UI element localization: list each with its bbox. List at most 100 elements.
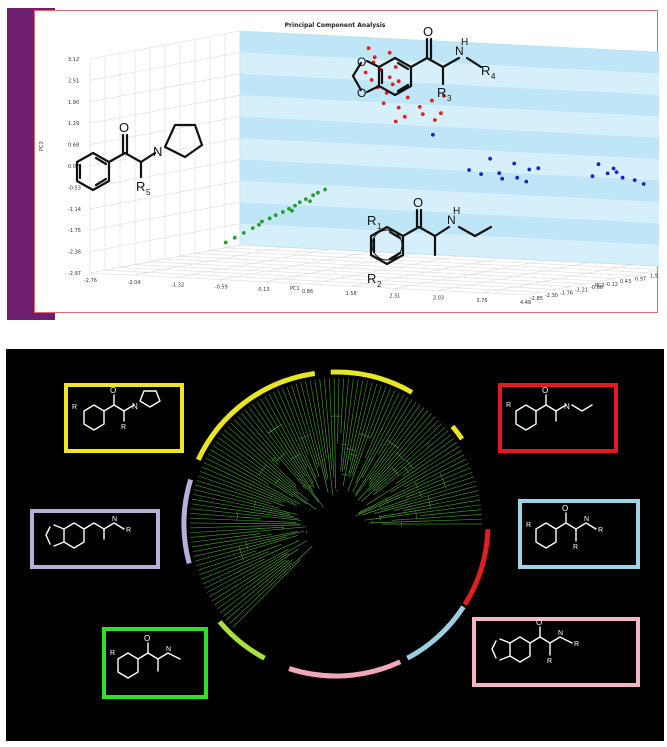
leaf-branch — [192, 498, 253, 510]
data-point — [405, 95, 410, 100]
grid-line — [89, 30, 241, 60]
leaf-branch — [449, 490, 479, 498]
z-tick-label: -0.53 — [68, 185, 81, 191]
data-point — [402, 114, 407, 119]
x-tick-label: -1.32 — [171, 282, 184, 288]
clade-arc — [340, 443, 347, 445]
inner-branch — [313, 460, 320, 477]
inner-branch — [337, 413, 339, 444]
inner-branch — [243, 480, 297, 507]
grid-line — [438, 262, 589, 291]
svg-text:O: O — [357, 55, 366, 69]
leaf-branch — [191, 541, 224, 548]
leaf-branch — [204, 573, 235, 589]
clade-arc — [392, 467, 400, 476]
inner-branch — [294, 471, 319, 503]
inner-branch — [294, 467, 324, 508]
leaf-branch — [260, 398, 285, 438]
inner-branch — [231, 536, 288, 552]
inner-branch — [246, 548, 289, 572]
leaf-branch — [194, 489, 242, 502]
leaf-branch — [222, 576, 273, 617]
inner-branch — [372, 471, 392, 490]
svg-text:2: 2 — [377, 280, 382, 289]
leaf-branch — [252, 403, 281, 445]
cluster-arc — [450, 424, 465, 441]
z-tick-label: -1.14 — [68, 207, 81, 213]
inner-branch — [309, 432, 320, 466]
svg-text:O: O — [119, 120, 129, 135]
inner-branch — [243, 543, 282, 559]
structure-methylenedioxy-cathinone: O O O R 3 N H R 4 — [351, 24, 496, 103]
leaf-branch — [352, 379, 359, 415]
clade-arc — [395, 452, 406, 461]
inner-branch — [271, 559, 294, 577]
z-tick-label: 3.12 — [68, 57, 79, 63]
leaf-branch — [367, 385, 382, 427]
leaf-branch — [212, 445, 276, 486]
leaf-branch — [375, 390, 396, 435]
inner-branch — [278, 484, 308, 505]
inner-branch — [316, 446, 329, 493]
inner-branch — [246, 548, 299, 584]
inner-branch — [403, 503, 435, 511]
leaf-branch — [344, 378, 354, 447]
svg-text:H: H — [461, 37, 468, 48]
data-point — [614, 170, 619, 175]
leaf-branch — [199, 558, 244, 576]
svg-text:R: R — [573, 544, 578, 551]
y-tick-label: -2.85 — [530, 296, 543, 302]
leaf-branch — [423, 438, 455, 462]
inner-branch — [395, 460, 430, 485]
data-point — [390, 82, 395, 87]
svg-text:R: R — [121, 424, 126, 431]
leaf-branch — [390, 399, 413, 435]
leaf-branch — [404, 504, 481, 516]
inner-branch — [243, 491, 285, 507]
inner-branch — [403, 474, 427, 488]
leaf-branch — [191, 503, 251, 513]
leaf-branch — [341, 378, 345, 408]
leaf-branch — [190, 525, 249, 529]
clade-arc — [415, 509, 417, 520]
inner-branch — [352, 426, 369, 475]
inner-branch — [252, 509, 294, 517]
leaf-branch — [227, 426, 271, 465]
y-tick-label: -2.30 — [545, 293, 558, 299]
data-point — [396, 79, 401, 84]
leaf-branch — [264, 396, 283, 428]
leaf-branch — [427, 518, 482, 522]
grid-line — [164, 258, 602, 282]
leaf-branch — [396, 458, 467, 495]
x-tick-label: -2.76 — [84, 278, 97, 284]
leaf-branch — [434, 494, 480, 505]
svg-text:R: R — [126, 527, 131, 534]
leaf-branch — [442, 509, 482, 514]
leaf-branch — [225, 591, 259, 621]
inner-branch — [250, 480, 296, 504]
inner-branch — [283, 437, 315, 488]
leaf-branch — [412, 430, 449, 461]
y-tick-label: 0.97 — [635, 276, 646, 282]
z-tick-label: 2.51 — [68, 78, 79, 84]
leaf-branch — [319, 378, 327, 434]
leaf-branch — [237, 415, 262, 443]
grid-line — [89, 73, 241, 103]
leaf-branch — [426, 471, 473, 491]
clade-arc — [414, 481, 419, 489]
grid-line — [89, 52, 241, 81]
inner-branch — [355, 422, 386, 484]
inner-branch — [341, 446, 346, 473]
structure-ethcathinone: R 1 R 2 O N H — [367, 195, 493, 289]
data-point — [417, 105, 422, 109]
inner-branch — [304, 459, 320, 489]
svg-text:O: O — [542, 386, 548, 395]
inner-branch — [325, 433, 334, 496]
data-point — [366, 46, 371, 50]
inner-branch — [233, 533, 261, 538]
svg-text:R: R — [110, 650, 115, 657]
svg-text:O: O — [110, 386, 116, 395]
grid-line — [209, 250, 647, 273]
clade-arc — [348, 453, 358, 457]
leaf-branch — [232, 570, 290, 628]
